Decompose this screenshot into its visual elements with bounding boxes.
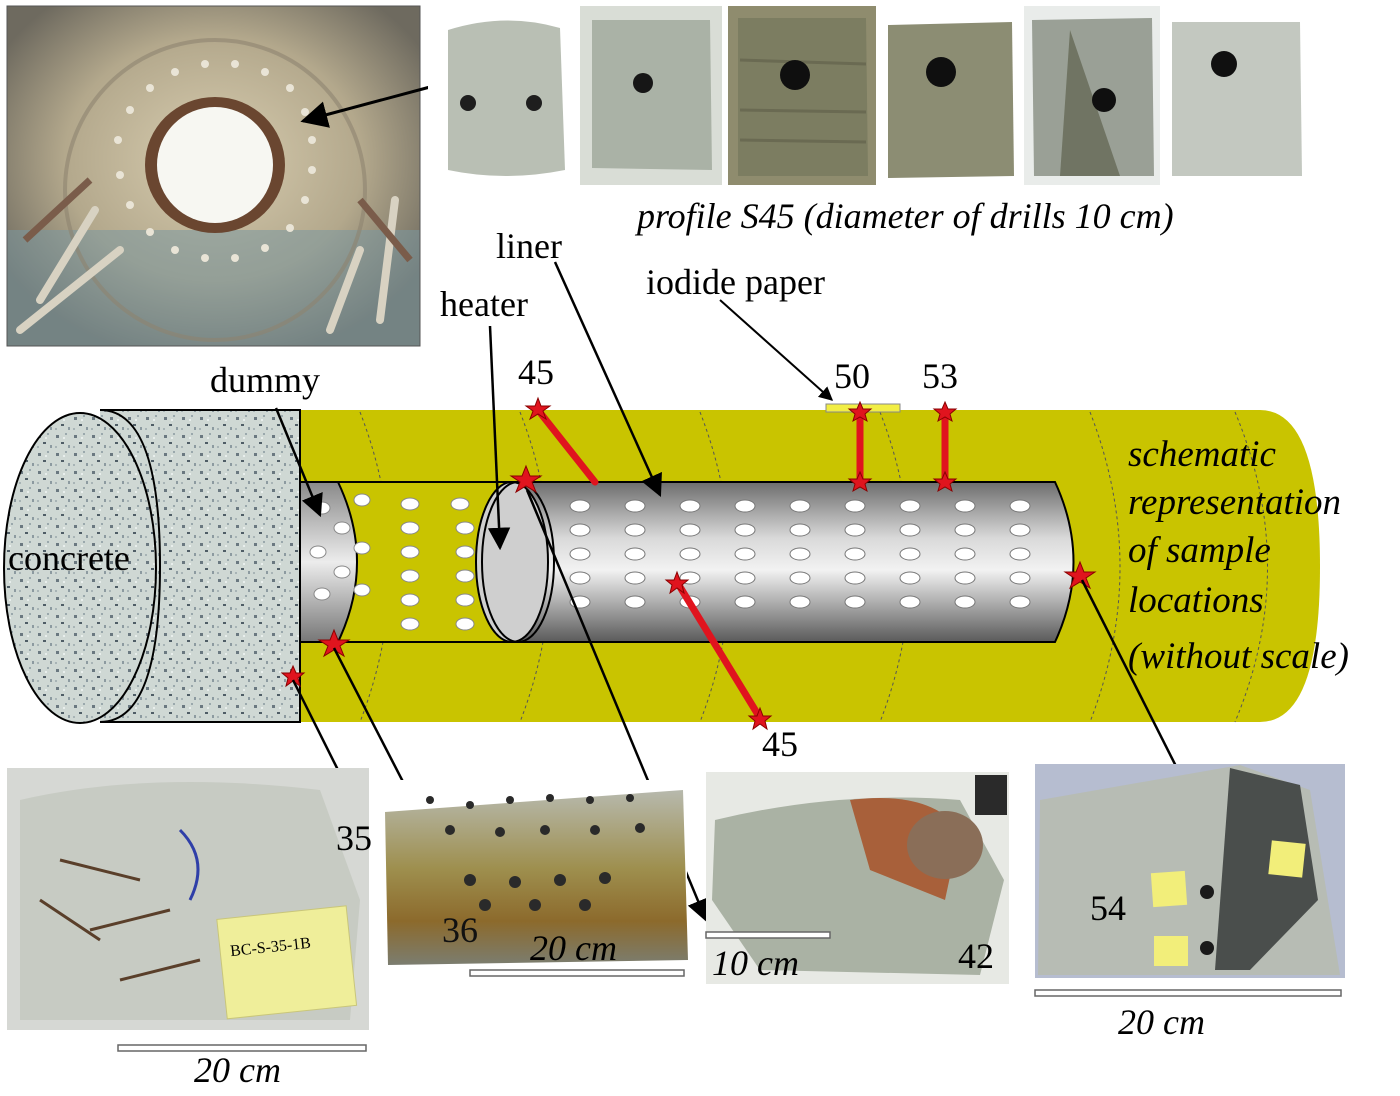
core-photo — [1162, 6, 1308, 185]
core-photo — [728, 6, 876, 185]
star-marker — [847, 400, 873, 423]
star-marker — [747, 706, 773, 731]
schematic-caption-line: schematic — [1128, 434, 1277, 475]
schematic-caption-line: (without scale) — [1128, 636, 1349, 677]
dummy-label: dummy — [210, 360, 320, 400]
sample-photo-54: 54 — [1035, 764, 1345, 978]
sample-label-45-bottom: 45 — [762, 724, 798, 764]
sample-label-50: 50 — [834, 356, 870, 396]
sample-label-54: 54 — [1090, 888, 1126, 928]
star-marker — [509, 464, 543, 494]
core-photo — [428, 6, 574, 185]
heater-end — [475, 481, 549, 643]
star-marker — [847, 470, 873, 493]
tunnel-photo — [6, 5, 421, 347]
liner-tube — [514, 481, 1075, 643]
star-marker — [932, 400, 958, 423]
scale-bar-42 — [705, 931, 831, 939]
sample-photo-36: 36 — [380, 780, 688, 968]
sample-label-45-top: 45 — [518, 352, 554, 392]
tunnel-to-cores-arrow — [300, 85, 431, 128]
core-photo — [880, 6, 1020, 185]
dummy-holes — [309, 493, 475, 631]
iodide-paper-label: iodide paper — [646, 262, 825, 302]
sample-photo-42: 42 — [706, 772, 1009, 984]
concrete-label: concrete — [8, 538, 130, 578]
star-marker — [932, 470, 958, 493]
core-photo — [580, 6, 722, 185]
scale-label-42: 10 cm — [712, 943, 799, 983]
star-marker — [664, 570, 690, 595]
heater-label: heater — [440, 284, 528, 324]
schematic-caption-line: representation — [1128, 482, 1341, 523]
core-photo — [1024, 6, 1160, 185]
star-marker — [1063, 560, 1097, 590]
schematic-caption-line: of sample — [1128, 530, 1271, 571]
core-photos-strip — [428, 6, 1308, 185]
sample-label-53: 53 — [922, 356, 958, 396]
schematic-diagram: concrete dummy heater liner iodide p — [3, 226, 1349, 764]
star-marker — [524, 396, 552, 421]
schematic-caption-line: locations — [1128, 580, 1264, 621]
sample-label-35: 35 — [336, 818, 372, 858]
sample-markers — [280, 396, 1097, 731]
scale-label-54: 20 cm — [1118, 1002, 1205, 1042]
liner-label: liner — [496, 226, 562, 266]
scale-bar-54 — [1034, 989, 1342, 997]
sample-label-42: 42 — [958, 936, 994, 976]
sample-label-36: 36 — [442, 910, 478, 950]
sample-photo-35: BC-S-35-1B 35 — [7, 768, 372, 1030]
scale-label-36: 20 cm — [530, 928, 617, 968]
schematic-caption: schematic representation of sample locat… — [1128, 434, 1349, 677]
scale-bar-35 — [117, 1044, 367, 1052]
scale-bar-36 — [469, 969, 685, 977]
concrete-plug-face — [3, 412, 157, 724]
profile-caption: profile S45 (diameter of drills 10 cm) — [634, 196, 1174, 236]
pointer-arrows — [274, 261, 1190, 923]
scale-label-35: 20 cm — [194, 1050, 281, 1090]
